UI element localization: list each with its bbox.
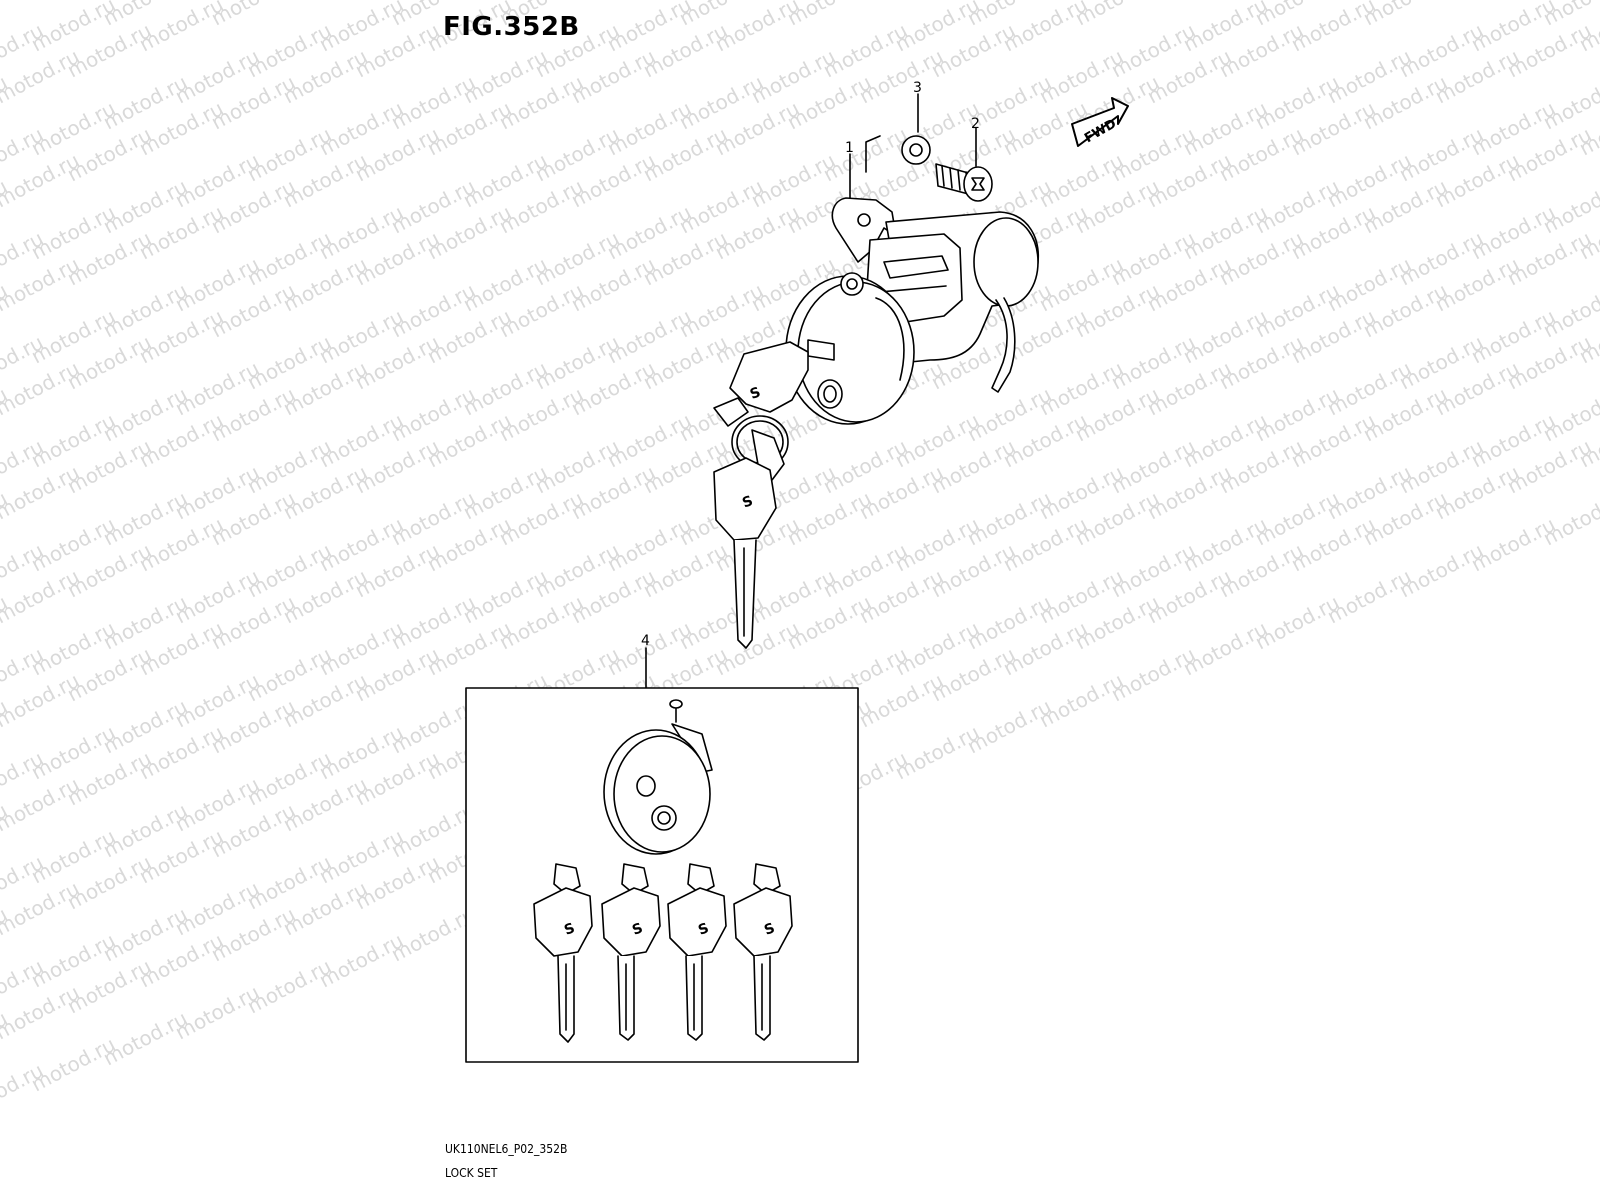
callout-3: 3 (913, 80, 922, 96)
lock-set-key-3: S (667, 863, 727, 1041)
lock-cable (991, 297, 1016, 393)
figure-title: FIG.352B (443, 12, 580, 42)
lock-set-key-4: S (733, 863, 793, 1041)
callout-4: 4 (641, 633, 650, 649)
callout-2: 2 (971, 116, 980, 132)
lock-set-kit: S S S S (465, 647, 859, 1063)
keyhole (817, 379, 843, 409)
lock-set-key-2: S (601, 863, 661, 1041)
callout-1: 1 (845, 140, 854, 156)
lock-assembly: S S (713, 153, 1040, 649)
fwd-direction-badge (1071, 97, 1129, 147)
washer (865, 93, 931, 173)
figure-code: UK110NEL6_P02_352B (445, 1142, 568, 1156)
screw (935, 127, 993, 202)
lock-set-key-1: S (533, 863, 593, 1043)
figure-caption: LOCK SET (445, 1166, 498, 1180)
key-hanging (713, 457, 777, 541)
key-inserted (729, 341, 809, 413)
